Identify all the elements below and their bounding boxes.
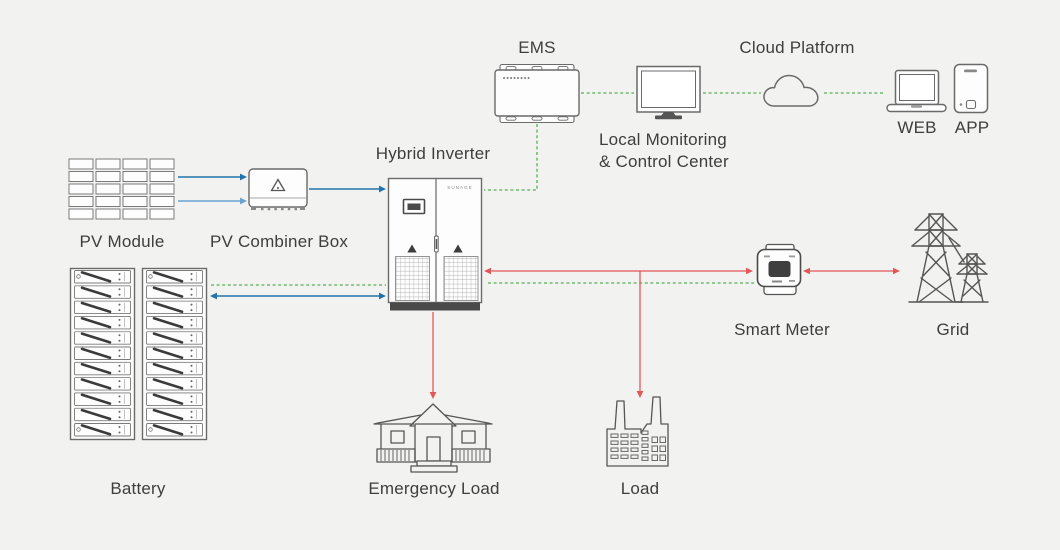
cloud-icon bbox=[763, 74, 819, 107]
inverter-vent-grid bbox=[443, 256, 479, 301]
cloud-platform-label: Cloud Platform bbox=[739, 38, 855, 57]
house-icon bbox=[373, 403, 493, 473]
laptop-icon bbox=[886, 69, 947, 113]
hybrid-inverter-icon: SUNAGE bbox=[387, 177, 483, 311]
smart-meter-label: Smart Meter bbox=[734, 320, 830, 339]
inverter-meter-power-arrow bbox=[484, 267, 753, 275]
inverter-base bbox=[390, 302, 480, 311]
emergency-load-label: Emergency Load bbox=[368, 479, 500, 498]
battery-icon bbox=[69, 267, 208, 441]
pv-to-combiner-arrows bbox=[178, 173, 247, 205]
app-label: APP bbox=[954, 118, 990, 137]
ems-box-icon bbox=[494, 63, 580, 124]
combiner-to-inverter-arrow bbox=[309, 185, 386, 193]
inverter-vent-grid bbox=[395, 256, 430, 301]
load-label: Load bbox=[620, 479, 660, 498]
inverter-brand-text: SUNAGE bbox=[447, 185, 472, 190]
pv-module-icon bbox=[68, 158, 175, 220]
local-monitoring-label-line2: & Control Center bbox=[599, 152, 729, 171]
grid-label: Grid bbox=[936, 320, 970, 339]
hybrid-inverter-label: Hybrid Inverter bbox=[375, 144, 491, 163]
grid-towers-icon bbox=[908, 213, 989, 303]
smart-meter-icon bbox=[756, 243, 802, 296]
ems-label: EMS bbox=[518, 38, 556, 57]
pv-module-label: PV Module bbox=[79, 232, 165, 251]
inverter-to-emergency-load-arrow bbox=[429, 312, 437, 399]
meter-grid-power-arrow bbox=[803, 267, 900, 275]
pv-combiner-box-label: PV Combiner Box bbox=[209, 232, 349, 251]
phone-icon bbox=[953, 63, 989, 114]
monitor-icon bbox=[636, 65, 701, 120]
battery-label: Battery bbox=[110, 479, 166, 498]
local-monitoring-label: Local Monitoring & Control Center bbox=[599, 129, 729, 173]
battery-inverter-power-arrow bbox=[210, 292, 386, 300]
web-label: WEB bbox=[897, 118, 937, 137]
warning-triangle-icon bbox=[407, 244, 417, 253]
factory-icon bbox=[606, 396, 669, 467]
pv-combiner-box-icon bbox=[248, 168, 308, 211]
local-monitoring-label-line1: Local Monitoring bbox=[599, 130, 727, 149]
ems-to-inverter-comm-line bbox=[484, 124, 538, 191]
warning-triangle-icon bbox=[453, 244, 463, 253]
acbus-to-load-arrow bbox=[636, 271, 644, 398]
